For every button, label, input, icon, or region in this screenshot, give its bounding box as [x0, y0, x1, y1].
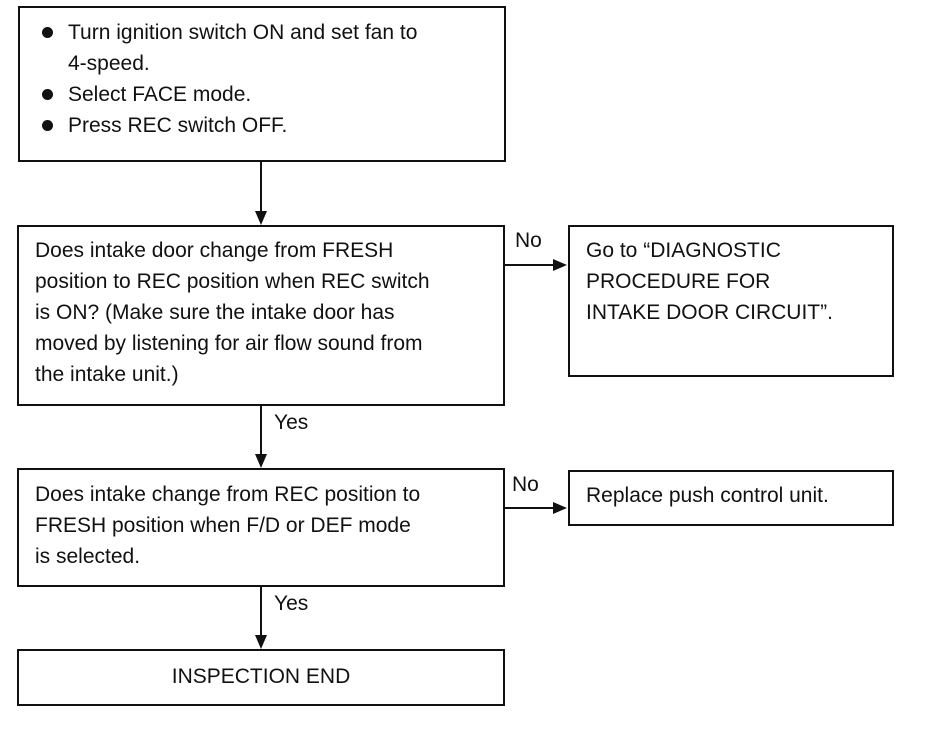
start-step-item-text: Select FACE mode.: [68, 83, 252, 106]
arrowhead-to-q2: [255, 454, 267, 468]
bullet-dot: [42, 120, 53, 131]
question-1-text: Does intake door change from FRESH posit…: [35, 235, 430, 390]
bullet-dot: [42, 27, 53, 38]
start-step-item: Turn ignition switch ON and set fan to 4…: [42, 17, 417, 79]
question-1-box: Does intake door change from FRESH posit…: [17, 225, 505, 406]
start-step-box: Turn ignition switch ON and set fan to 4…: [18, 6, 506, 162]
arrowhead-to-q1: [255, 211, 267, 225]
question-1-line: Does intake door change from FRESH: [35, 239, 394, 262]
result-1-line: PROCEDURE FOR: [586, 270, 771, 293]
question-1-line: the intake unit.): [35, 363, 179, 386]
result-2-box: Replace push control unit.: [568, 470, 894, 526]
start-step-item-text: Turn ignition switch ON and set fan to: [68, 21, 418, 44]
start-step-item: Press REC switch OFF.: [42, 110, 417, 141]
question-1-line: position to REC position when REC switch: [35, 270, 430, 293]
q2-yes-label: Yes: [274, 592, 309, 615]
question-1-line: moved by listening for air flow sound fr…: [35, 332, 423, 355]
result-1-text: Go to “DIAGNOSTIC PROCEDURE FOR INTAKE D…: [586, 235, 833, 328]
start-step-item: Select FACE mode.: [42, 79, 417, 110]
q1-yes-label: Yes: [274, 411, 309, 434]
question-2-box: Does intake change from REC position to …: [17, 468, 505, 587]
arrowhead-to-result1: [553, 259, 567, 271]
result-1-line: INTAKE DOOR CIRCUIT”.: [586, 301, 833, 324]
start-step-item-text: Press REC switch OFF.: [68, 114, 288, 137]
bullet-dot: [42, 89, 53, 100]
start-step-item-text-cont: 4-speed.: [68, 52, 150, 75]
inspection-end-text: INSPECTION END: [171, 665, 351, 688]
q2-no-label: No: [512, 473, 539, 496]
inspection-end-box: INSPECTION END: [17, 649, 505, 706]
question-2-text: Does intake change from REC position to …: [35, 479, 420, 572]
result-1-box: Go to “DIAGNOSTIC PROCEDURE FOR INTAKE D…: [568, 225, 894, 377]
result-2-text: Replace push control unit.: [586, 484, 829, 507]
question-2-line: FRESH position when F/D or DEF mode: [35, 514, 411, 537]
arrowhead-to-result2: [553, 502, 567, 514]
question-2-line: Does intake change from REC position to: [35, 483, 421, 506]
start-step-list: Turn ignition switch ON and set fan to 4…: [42, 17, 417, 141]
result-1-line: Go to “DIAGNOSTIC: [586, 239, 781, 262]
q1-no-label: No: [515, 229, 542, 252]
question-1-line: is ON? (Make sure the intake door has: [35, 301, 395, 324]
arrowhead-to-end: [255, 635, 267, 649]
question-2-line: is selected.: [35, 545, 141, 568]
